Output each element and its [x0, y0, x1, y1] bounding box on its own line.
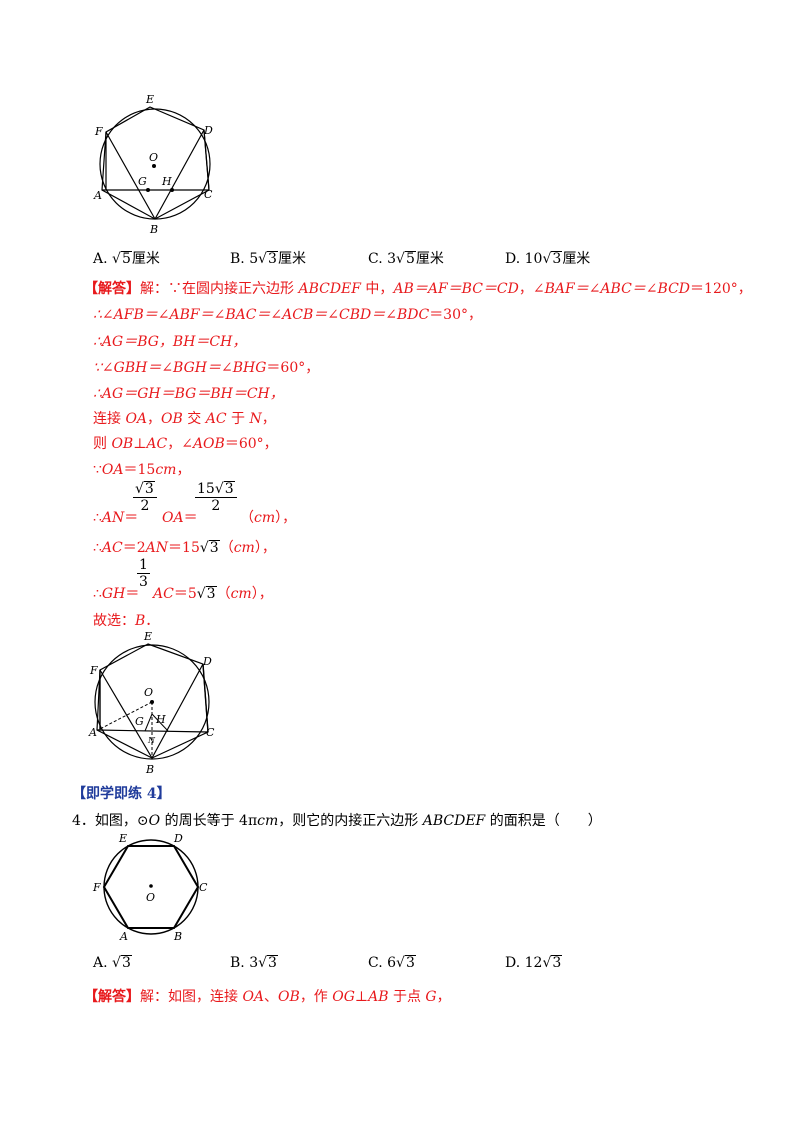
fig1-label-g: G [138, 175, 147, 188]
solution3-line9-left: ∴AN＝ [93, 510, 139, 526]
fraction-1-over-3: 1 3 [137, 557, 150, 590]
fig1-label-d: D [203, 124, 213, 137]
fig3-label-o: O [146, 891, 155, 904]
solution3-line10: ∴AC＝2AN＝15√3（cm）， [93, 540, 276, 556]
fig3-label-a: A [119, 930, 128, 943]
solution3-line9-mid: OA＝ [162, 510, 198, 526]
q4-option-d[interactable]: D. 12√3 [505, 955, 563, 971]
solution3-line11-right: AC＝5√3（cm）， [153, 586, 273, 602]
q4-option-c[interactable]: C. 6√3 [368, 955, 416, 971]
solution3-line7: 则 OB⊥AC，∠AOB＝60°， [93, 436, 278, 452]
figure-hexagon-1: E F D O G H A C B [93, 93, 213, 236]
fig2-label-c: C [206, 726, 215, 739]
fig3-label-b: B [173, 930, 182, 943]
fig1-label-f: F [94, 125, 103, 138]
fig1-label-c: C [204, 188, 213, 201]
solution4-line1: 【解答】解：如图，连接 OA、OB，作 OG⊥AB 于点 G， [84, 989, 451, 1005]
fig2-label-b: B [145, 763, 154, 776]
q3-option-c[interactable]: C. 3√5厘米 [368, 251, 444, 267]
solution3-line2: ∴∠AFB＝∠ABF＝∠BAC＝∠ACB＝∠CBD＝∠BDC＝30°， [93, 307, 483, 323]
fig3-label-d: D [173, 832, 183, 845]
fig2-label-n: N [147, 736, 156, 745]
fraction-15sqrt3-over-2: 15√3 2 [195, 481, 237, 514]
fig2-label-o: O [144, 686, 153, 699]
fig3-label-e: E [118, 832, 127, 845]
fig2-label-g: G [135, 715, 144, 728]
fig1-label-o: O [149, 151, 158, 164]
fig1-label-b: B [149, 223, 158, 236]
figure-hexagon-3: E D F C O A B [92, 832, 208, 943]
solution3-line11-left: ∴GH＝ [93, 586, 140, 602]
fig2-label-d: D [202, 655, 212, 668]
solution3-line12: 故选：B． [93, 613, 160, 629]
solution3-line9-right: （cm）， [240, 510, 297, 526]
q3-option-a[interactable]: A. √5厘米 [93, 251, 160, 267]
fig2-label-e: E [143, 630, 152, 643]
q3-option-b[interactable]: B. 5√3厘米 [230, 251, 306, 267]
solution3-line8: ∵OA＝15cm， [93, 462, 191, 478]
fig3-label-f: F [92, 881, 101, 894]
question-4: 4．如图，⊙O 的周长等于 4πcm，则它的内接正六边形 ABCDEF 的面积是… [72, 813, 602, 829]
solution3-line5: ∴AG＝GH＝BG＝BH＝CH， [93, 386, 284, 402]
q3-option-d[interactable]: D. 10√3厘米 [505, 251, 591, 267]
fig3-label-c: C [199, 881, 208, 894]
fig1-label-h: H [161, 175, 172, 188]
q4-option-b[interactable]: B. 3√3 [230, 955, 278, 971]
solution3-line3: ∴AG＝BG，BH＝CH， [93, 334, 247, 350]
fig1-label-a: A [93, 189, 102, 202]
solution3-line1: 【解答】解：∵在圆内接正六边形 ABCDEF 中，AB＝AF＝BC＝CD，∠BA… [84, 281, 752, 297]
solution3-line4: ∵∠GBH＝∠BGH＝∠BHG＝60°， [93, 360, 320, 376]
fig2-label-h: H [155, 713, 166, 726]
fig1-label-e: E [145, 93, 154, 106]
q4-option-a[interactable]: A. √3 [93, 955, 132, 971]
solution3-line6: 连接 OA，OB 交 AC 于 N， [93, 411, 276, 427]
fig2-label-a: A [88, 726, 97, 739]
figure-hexagon-2: E F D O G H N A C B [88, 630, 215, 776]
fraction-sqrt3-over-2: √3 2 [133, 481, 157, 514]
practice-tag: 【即学即练 4】 [72, 786, 171, 802]
fig2-label-f: F [89, 664, 98, 677]
